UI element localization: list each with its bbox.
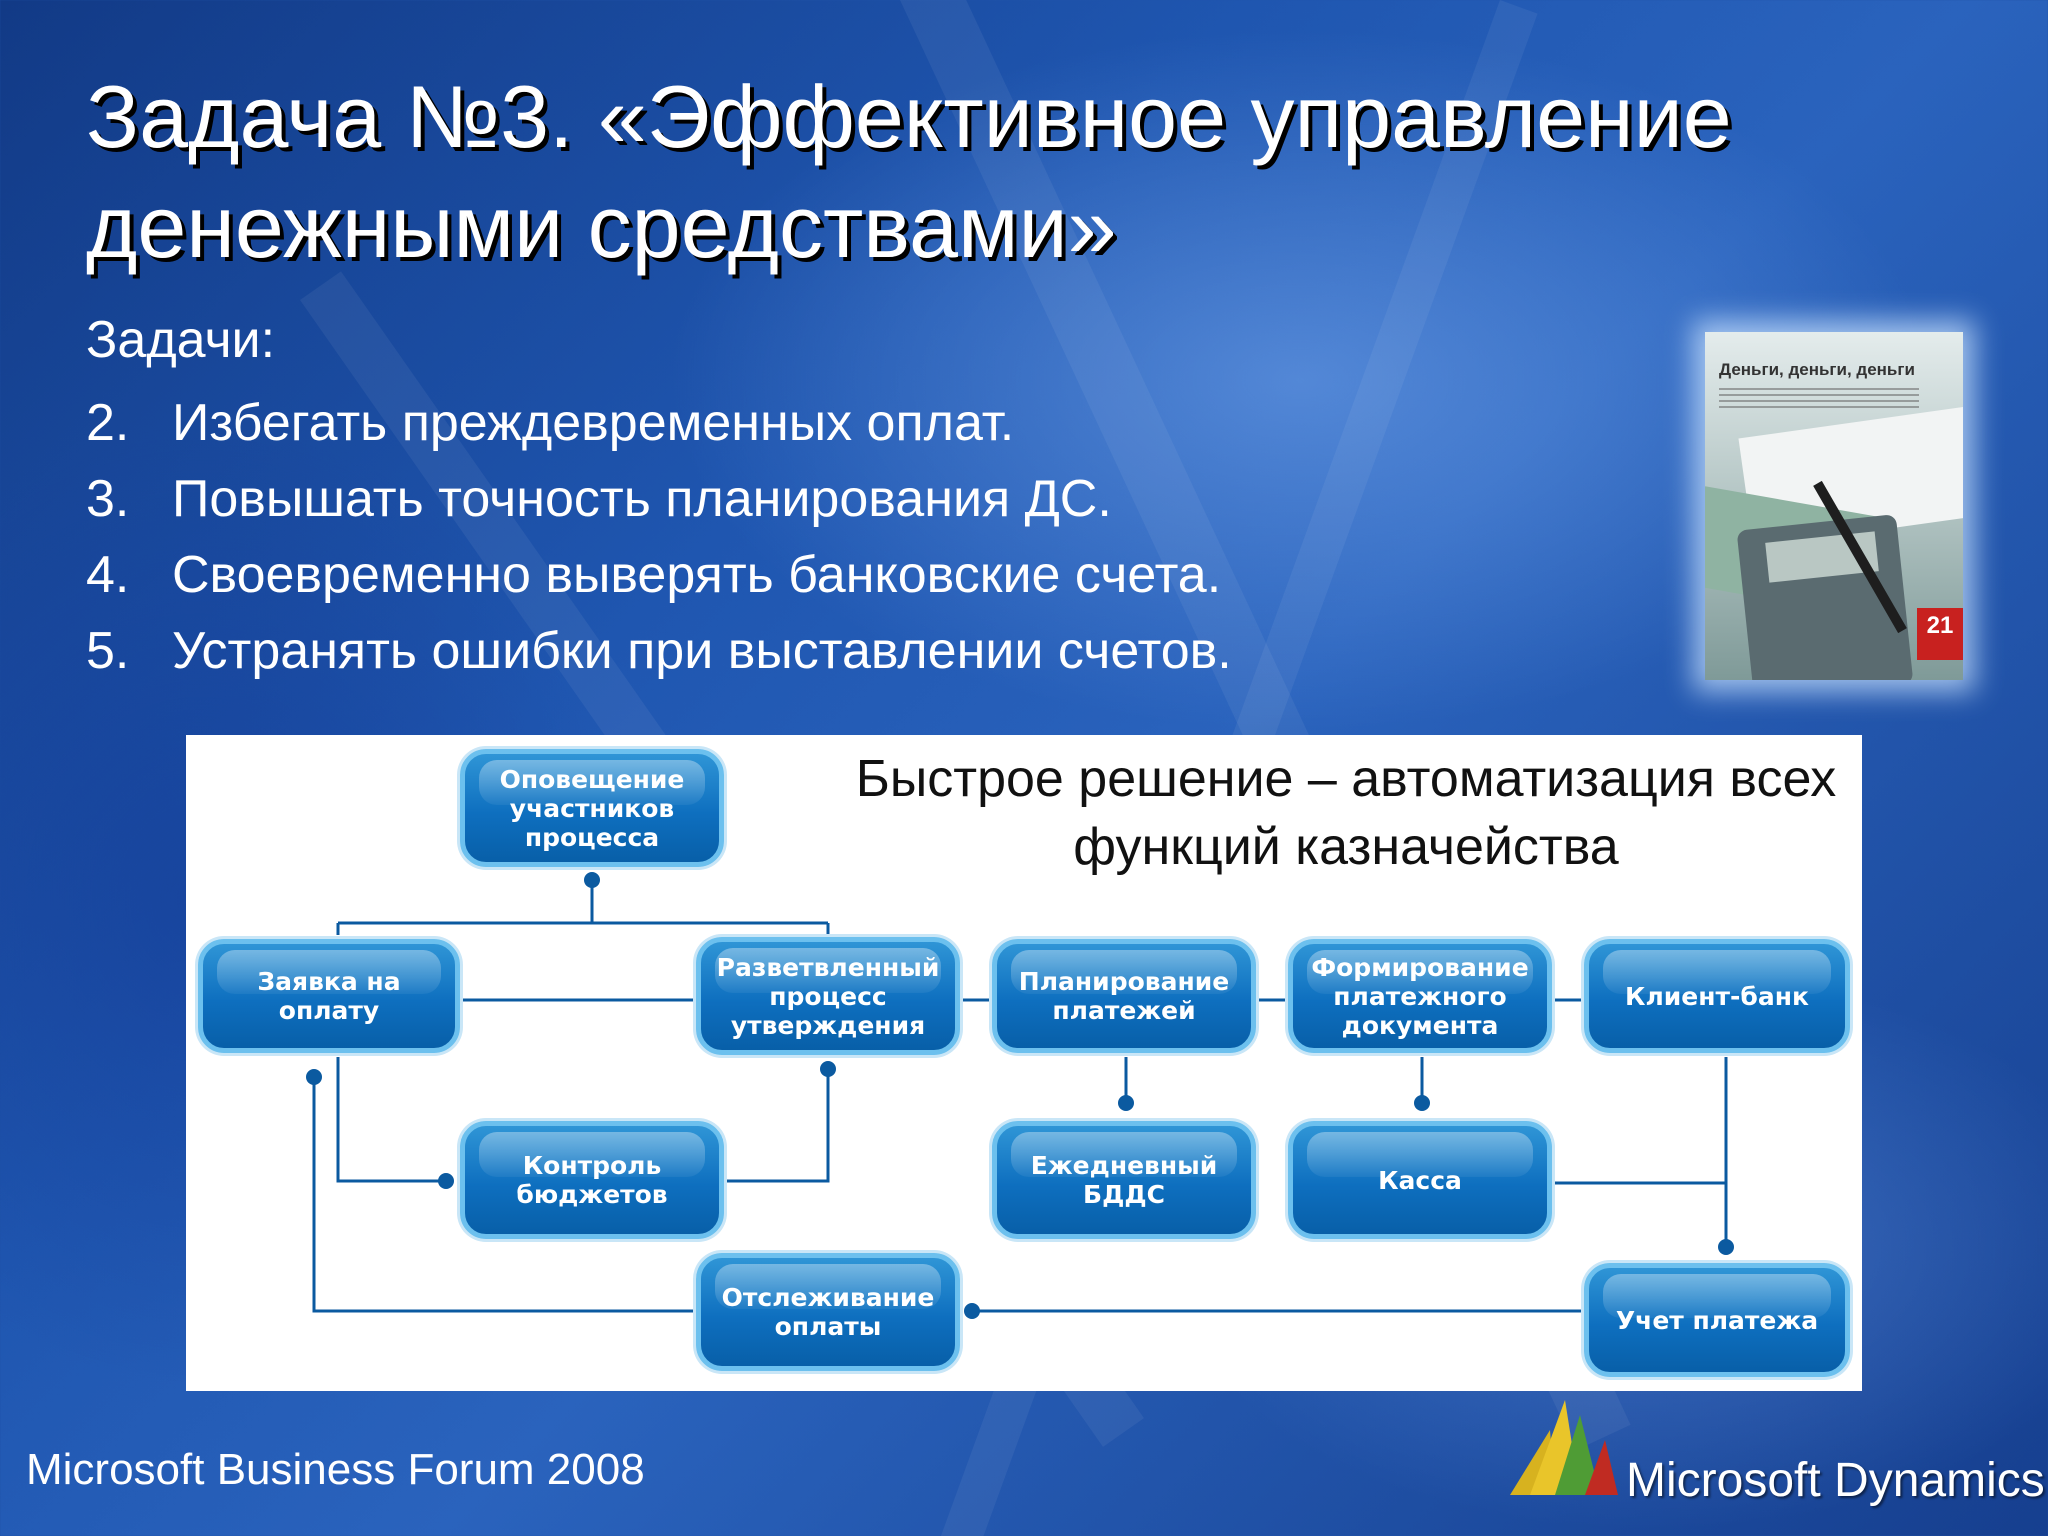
connector-dot	[1718, 1239, 1734, 1255]
task-number: 3.	[86, 470, 130, 528]
book-subtitle-lines	[1719, 388, 1919, 410]
list-item: 2. Избегать преждевременных оплат.	[86, 385, 1232, 461]
task-list: 2. Избегать преждевременных оплат. 3. По…	[86, 385, 1232, 689]
connector-dot	[820, 1061, 836, 1077]
node-label: Отслеживание оплаты	[721, 1283, 935, 1341]
node-notify: Оповещение участников процесса	[460, 749, 724, 867]
node-payment-accounting: Учет платежа	[1584, 1263, 1850, 1377]
connector-dot	[584, 872, 600, 888]
treasury-diagram: Быстрое решение – автоматизация всех фун…	[186, 735, 1862, 1391]
list-item: 3. Повышать точность планирования ДС.	[86, 461, 1232, 537]
node-label: Планирование платежей	[1018, 967, 1230, 1025]
node-label: Заявка на оплату	[257, 967, 401, 1025]
node-label: Касса	[1378, 1165, 1462, 1195]
node-label: Учет платежа	[1615, 1305, 1819, 1335]
task-number: 4.	[86, 546, 130, 604]
connector-dot	[306, 1069, 322, 1085]
task-text: Своевременно выверять банковские счета.	[172, 546, 1222, 604]
node-label: Разветвленный процесс утверждения	[716, 952, 940, 1040]
connector-line	[724, 1069, 830, 1183]
node-payment-tracking: Отслеживание оплаты	[696, 1253, 960, 1371]
task-number: 2.	[86, 394, 130, 452]
node-label: Оповещение участников процесса	[499, 764, 685, 852]
connector-line	[312, 1075, 694, 1313]
node-client-bank: Клиент-банк	[1584, 939, 1850, 1053]
node-label: Клиент-банк	[1625, 981, 1809, 1011]
list-item: 5. Устранять ошибки при выставлении счет…	[86, 613, 1232, 689]
book-title: Деньги, деньги, деньги	[1719, 360, 1915, 379]
book-badge: 21	[1917, 608, 1963, 660]
task-text: Повышать точность планирования ДС.	[172, 470, 1112, 528]
task-text: Избегать преждевременных оплат.	[172, 394, 1015, 452]
diagram-caption: Быстрое решение – автоматизация всех фун…	[855, 750, 1837, 876]
connector-line	[336, 1057, 446, 1183]
slide-title: Задача №3. «Эффективное управление денеж…	[86, 67, 1732, 276]
node-budget-control: Контроль бюджетов	[460, 1121, 724, 1239]
microsoft-dynamics-logo-icon	[1510, 1400, 1618, 1495]
event-name: Microsoft Business Forum 2008	[26, 1445, 645, 1494]
book-cover-image: Деньги, деньги, деньги 21	[1705, 332, 1963, 680]
connector-dot	[1414, 1095, 1430, 1111]
node-label: Ежедневный БДДС	[1030, 1151, 1218, 1209]
brand-name: Microsoft Dynamics	[1626, 1454, 2045, 1507]
task-number: 5.	[86, 622, 130, 680]
node-label: Контроль бюджетов	[516, 1151, 668, 1209]
task-text: Устранять ошибки при выставлении счетов.	[172, 622, 1232, 680]
list-item: 4. Своевременно выверять банковские счет…	[86, 537, 1232, 613]
node-daily-bdds: Ежедневный БДДС	[992, 1121, 1256, 1239]
connector-dot	[1118, 1095, 1134, 1111]
tasks-heading: Задачи:	[86, 311, 276, 369]
connector-dot	[438, 1173, 454, 1189]
node-approval: Разветвленный процесс утверждения	[696, 937, 960, 1055]
node-payment-request: Заявка на оплату	[198, 939, 460, 1053]
connector-dot	[964, 1303, 980, 1319]
node-payment-document: Формирование платежного документа	[1288, 939, 1552, 1053]
node-label: Формирование платежного документа	[1311, 952, 1529, 1040]
node-cash: Касса	[1288, 1121, 1552, 1239]
node-payment-planning: Планирование платежей	[992, 939, 1256, 1053]
